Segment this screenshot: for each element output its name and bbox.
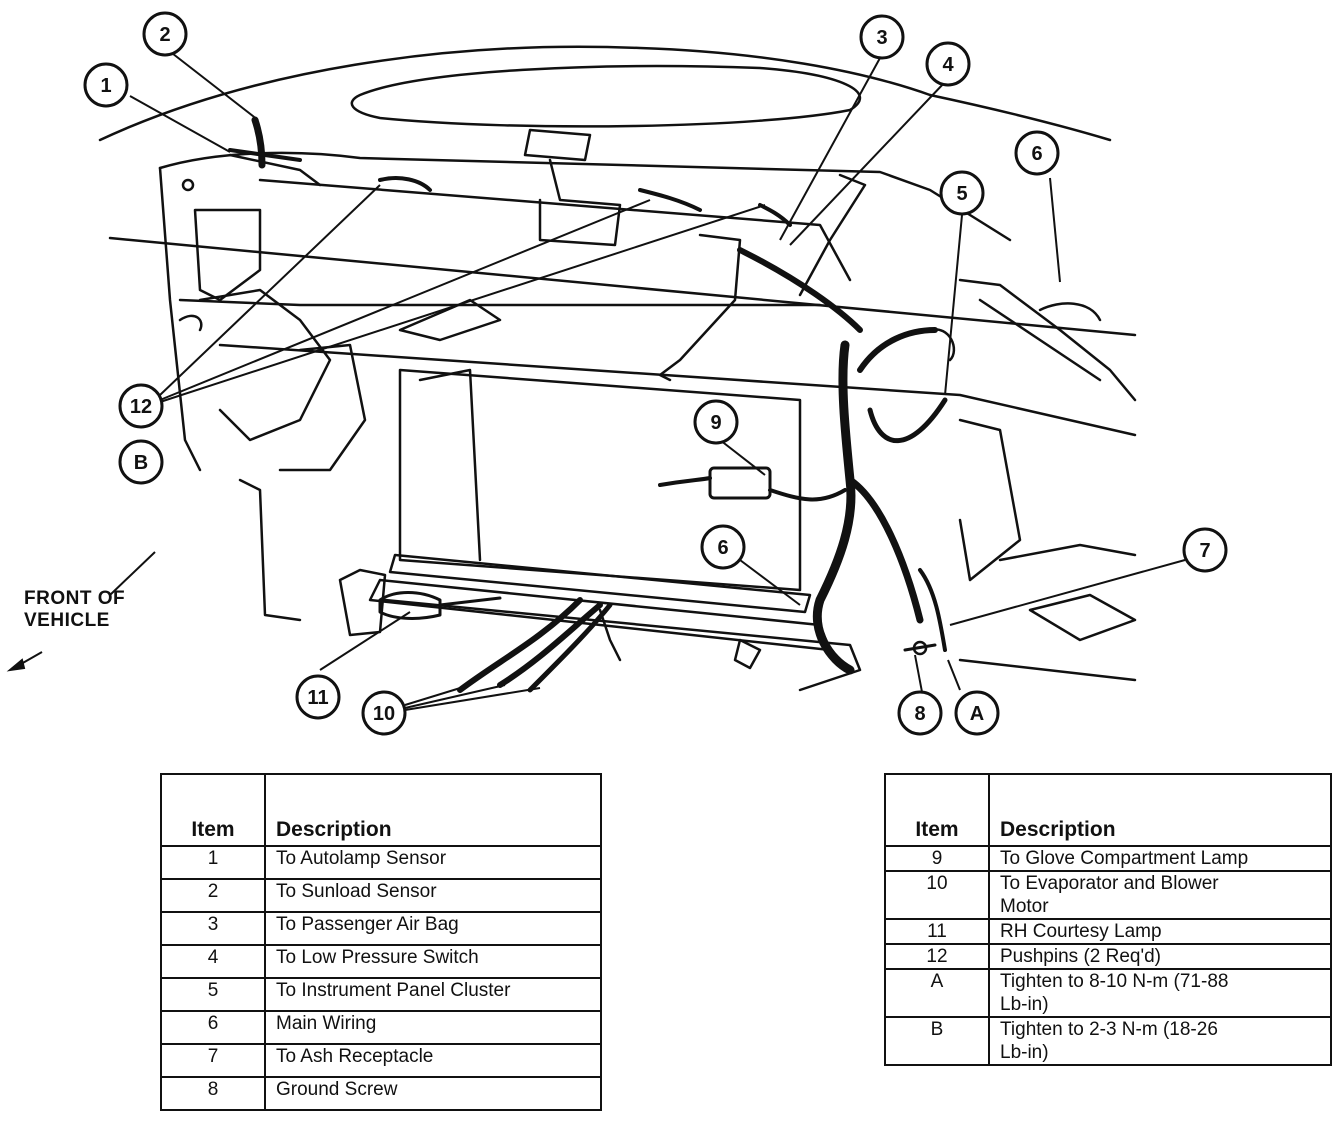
item-number: A	[884, 968, 990, 1018]
item-number: B	[884, 1016, 990, 1066]
item-number: 10	[884, 870, 990, 920]
legend-table-left: Item Description 1 To Autolamp Sensor 2 …	[160, 773, 602, 1111]
item-description: To Ash Receptacle	[264, 1043, 602, 1078]
front-label-line-2: VEHICLE	[24, 610, 110, 631]
callout-circle-2	[142, 11, 188, 57]
item-number: 9	[884, 845, 990, 872]
table-row: 8 Ground Screw	[160, 1076, 602, 1111]
callout-6-top: 6	[1031, 143, 1042, 165]
table-row: 9 To Glove Compartment Lamp	[884, 845, 1332, 872]
callout-B: B	[134, 452, 148, 474]
callout-circles	[83, 11, 1228, 736]
callout-2: 2	[159, 24, 170, 46]
instrument-panel-drawing	[98, 45, 1137, 693]
table-row: 3 To Passenger Air Bag	[160, 911, 602, 946]
item-description-line-2: Motor	[1000, 896, 1049, 917]
item-number: 6	[160, 1010, 266, 1045]
callout-5: 5	[956, 183, 967, 205]
callout-circle-6-top	[1014, 130, 1060, 176]
callout-circle-6-bottom	[700, 524, 746, 570]
legend-right-desc-header: Description	[988, 773, 1332, 847]
table-row: 4 To Low Pressure Switch	[160, 944, 602, 979]
callout-A: A	[970, 703, 984, 725]
callout-11: 11	[307, 687, 328, 709]
table-row: 5 To Instrument Panel Cluster	[160, 977, 602, 1012]
callout-circle-9	[693, 399, 739, 445]
legend-left-desc-header: Description	[264, 773, 602, 847]
callout-7: 7	[1199, 540, 1210, 562]
item-description: Tighten to 8-10 N-m (71-88 Lb-in)	[988, 968, 1332, 1018]
item-description: Main Wiring	[264, 1010, 602, 1045]
item-number: 1	[160, 845, 266, 880]
callout-circle-10	[361, 690, 407, 736]
item-number: 3	[160, 911, 266, 946]
callout-circle-A	[954, 690, 1000, 736]
item-number: 11	[884, 918, 990, 945]
front-label-line-1: FRONT OF	[24, 588, 126, 609]
callout-circle-7	[1182, 527, 1228, 573]
item-description: To Instrument Panel Cluster	[264, 977, 602, 1012]
item-description: To Passenger Air Bag	[264, 911, 602, 946]
item-description: Tighten to 2-3 N-m (18-26 Lb-in)	[988, 1016, 1332, 1066]
callout-circle-5	[939, 170, 985, 216]
table-row: 1 To Autolamp Sensor	[160, 845, 602, 880]
legend-left-header: Item Description	[160, 773, 602, 847]
item-number: 4	[160, 944, 266, 979]
item-number: 2	[160, 878, 266, 913]
callout-circle-3	[859, 14, 905, 60]
item-number: 7	[160, 1043, 266, 1078]
callout-4: 4	[942, 54, 954, 76]
callout-9: 9	[710, 412, 721, 434]
item-description: To Sunload Sensor	[264, 878, 602, 913]
callout-1: 1	[100, 75, 111, 97]
callout-circle-12	[118, 383, 164, 429]
item-description-line-1: To Evaporator and Blower	[1000, 873, 1219, 894]
callout-6-bottom: 6	[717, 537, 728, 559]
legend-left-item-header: Item	[160, 773, 266, 847]
callout-circle-4	[925, 41, 971, 87]
item-description: Ground Screw	[264, 1076, 602, 1111]
callout-8: 8	[914, 703, 925, 725]
table-row: 7 To Ash Receptacle	[160, 1043, 602, 1078]
table-row: 2 To Sunload Sensor	[160, 878, 602, 913]
item-description: RH Courtesy Lamp	[988, 918, 1332, 945]
table-row: A Tighten to 8-10 N-m (71-88 Lb-in)	[884, 968, 1332, 1018]
item-number: 5	[160, 977, 266, 1012]
callout-circle-1	[83, 62, 129, 108]
callout-circle-8	[897, 690, 943, 736]
callout-3: 3	[876, 27, 887, 49]
wiring-diagram: 2 1 3 4 6 5 12 B 9 6 7 11 10 8 A	[6, 11, 1228, 736]
callout-circle-B	[118, 439, 164, 485]
item-description: To Autolamp Sensor	[264, 845, 602, 880]
leader-lines	[6, 49, 1186, 711]
callout-12: 12	[130, 396, 152, 418]
item-description-line-1: Tighten to 2-3 N-m (18-26	[1000, 1019, 1218, 1040]
callout-10: 10	[373, 703, 395, 725]
table-row: 11 RH Courtesy Lamp	[884, 918, 1332, 945]
item-description-line-1: Tighten to 8-10 N-m (71-88	[1000, 971, 1229, 992]
item-description-line-2: Lb-in)	[1000, 1042, 1049, 1063]
legend-right-header: Item Description	[884, 773, 1332, 847]
table-row: B Tighten to 2-3 N-m (18-26 Lb-in)	[884, 1016, 1332, 1066]
table-row: 10 To Evaporator and Blower Motor	[884, 870, 1332, 920]
item-description: Pushpins (2 Req'd)	[988, 943, 1332, 970]
item-number: 12	[884, 943, 990, 970]
item-description: To Evaporator and Blower Motor	[988, 870, 1332, 920]
table-row: 6 Main Wiring	[160, 1010, 602, 1045]
item-number: 8	[160, 1076, 266, 1111]
legend-table-right: Item Description 9 To Glove Compartment …	[884, 773, 1332, 1066]
callout-labels: 2 1 3 4 6 5 12 B 9 6 7 11 10 8 A	[100, 24, 1210, 725]
item-description: To Low Pressure Switch	[264, 944, 602, 979]
item-description-line-2: Lb-in)	[1000, 994, 1049, 1015]
callout-circle-11	[295, 674, 341, 720]
front-of-vehicle-label: FRONT OF VEHICLE	[24, 588, 125, 632]
table-row: 12 Pushpins (2 Req'd)	[884, 943, 1332, 970]
item-description: To Glove Compartment Lamp	[988, 845, 1332, 872]
legend-right-item-header: Item	[884, 773, 990, 847]
